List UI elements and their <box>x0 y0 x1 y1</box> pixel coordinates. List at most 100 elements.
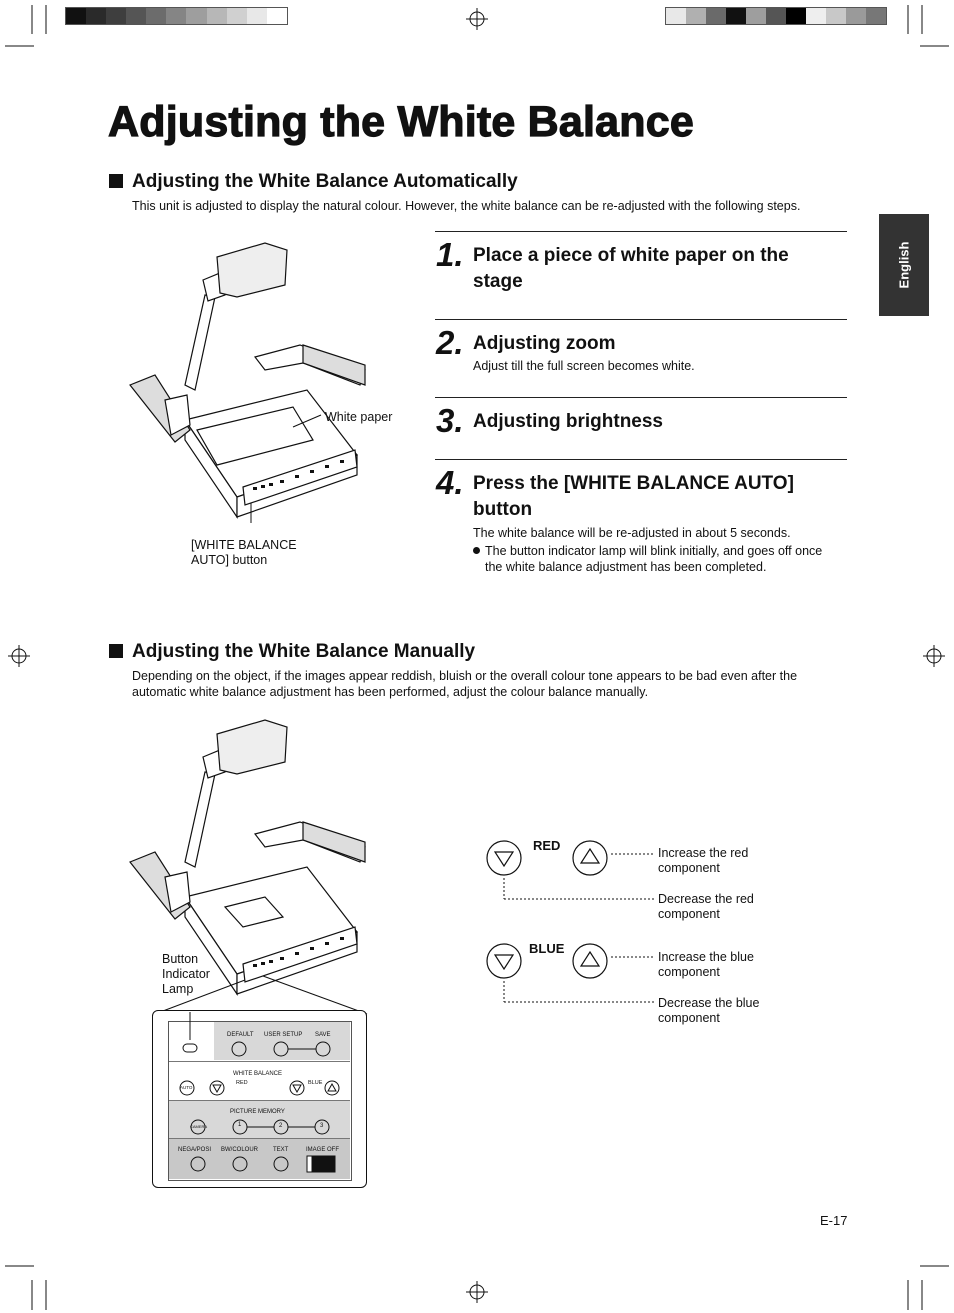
projector-illustration-top <box>129 242 366 523</box>
color-swatch <box>106 8 127 24</box>
panel-text-label: TEXT <box>273 1147 289 1153</box>
manual-intro-line2: automatic white balance adjustment has b… <box>132 685 649 699</box>
step-2-title: Adjusting zoom <box>473 333 616 354</box>
panel-nega-posi-label: NEGA/POSI <box>178 1147 212 1153</box>
decrease-blue-line2: component <box>658 1011 720 1025</box>
red-up-button <box>572 840 608 876</box>
language-tab-label: English <box>896 241 912 289</box>
red-label: RED <box>533 838 561 853</box>
color-swatch <box>786 8 806 24</box>
color-swatch <box>706 8 726 24</box>
step-4-bullet-line2: the white balance adjustment has been co… <box>485 560 767 574</box>
registration-mark-right <box>923 645 945 667</box>
color-swatch <box>186 8 207 24</box>
manual-intro-line1: Depending on the object, if the images a… <box>132 669 798 683</box>
color-swatch <box>266 8 287 24</box>
control-panel-lines <box>179 1012 340 1173</box>
step-4-title-line1: Press the [WHITE BALANCE AUTO] <box>473 473 794 494</box>
blue-label: BLUE <box>529 941 565 956</box>
step-4-title-line2: button <box>473 499 533 520</box>
step-3-number: 3. <box>436 402 464 439</box>
step-2-desc: Adjust till the full screen becomes whit… <box>473 359 695 373</box>
color-swatch <box>866 8 886 24</box>
decrease-blue-line1: Decrease the blue <box>658 996 760 1010</box>
panel-white-balance-label: WHITE BALANCE <box>233 1071 283 1077</box>
increase-blue-line1: Increase the blue <box>658 950 754 964</box>
projector-illustration-bottom <box>129 719 368 1015</box>
page-title: Adjusting the White Balance <box>107 97 694 146</box>
blue-up-button <box>572 943 608 979</box>
manual-heading-text: Adjusting the White Balance Manually <box>132 641 476 662</box>
registration-mark-bottom <box>466 1281 488 1303</box>
red-down-button <box>486 840 522 876</box>
color-swatch <box>666 8 686 24</box>
square-bullet-icon <box>109 174 123 188</box>
panel-memory-2: 2 <box>279 1123 283 1129</box>
panel-save-label: SAVE <box>315 1032 331 1038</box>
color-swatch <box>726 8 746 24</box>
panel-memory-1: 1 <box>238 1122 242 1128</box>
auto-heading-text: Adjusting the White Balance Automaticall… <box>132 171 518 192</box>
decrease-red-line2: component <box>658 907 720 921</box>
color-bar-left <box>65 7 288 25</box>
auto-intro: This unit is adjusted to display the nat… <box>132 199 801 213</box>
color-swatch <box>66 8 87 24</box>
step-4-number: 4. <box>436 464 464 501</box>
panel-image-off-label: IMAGE OFF <box>306 1147 339 1153</box>
color-swatch <box>806 8 826 24</box>
panel-auto-label: AUTO <box>180 1085 193 1090</box>
color-bar-right <box>665 7 887 25</box>
color-swatch <box>686 8 706 24</box>
indicator-lamp-icon <box>182 1043 198 1053</box>
control-panel-detail <box>152 1010 367 1188</box>
increase-red-line1: Increase the red <box>658 846 749 860</box>
wb-button-label-line2: AUTO] button <box>191 553 268 567</box>
step-3-title: Adjusting brightness <box>473 411 663 432</box>
panel-default-label: DEFAULT <box>227 1032 254 1038</box>
increase-red-line2: component <box>658 861 720 875</box>
step-4-bullet-line1: The button indicator lamp will blink ini… <box>485 544 823 558</box>
panel-picture-memory-label: PICTURE MEMORY <box>230 1109 285 1115</box>
step-4-bullet: The button indicator lamp will blink ini… <box>473 543 822 559</box>
registration-mark-left <box>8 645 30 667</box>
color-swatch <box>766 8 786 24</box>
panel-camera-label: CAMERA <box>190 1124 208 1129</box>
bullet-icon <box>473 547 480 554</box>
wb-button-label-line1: [WHITE BALANCE <box>191 538 297 552</box>
panel-blue-label: BLUE <box>308 1080 323 1086</box>
white-paper-label: White paper <box>325 410 393 424</box>
panel-bw-colour-label: BW/COLOUR <box>221 1147 259 1153</box>
lamp-label-line1: Button <box>162 952 199 966</box>
registration-mark-top <box>466 8 488 30</box>
color-swatch <box>206 8 227 24</box>
step-1-title-line2: stage <box>473 271 523 292</box>
rgb-control-diagram <box>486 840 655 1003</box>
step-divider <box>435 319 847 320</box>
step-divider <box>435 459 847 460</box>
color-swatch <box>166 8 187 24</box>
page-number: E-17 <box>820 1213 848 1228</box>
step-1-number: 1. <box>436 236 464 273</box>
step-divider <box>435 397 847 398</box>
color-swatch <box>846 8 866 24</box>
color-swatch <box>126 8 147 24</box>
lamp-label-line3: Lamp <box>162 982 194 996</box>
color-swatch <box>146 8 167 24</box>
decrease-red-line1: Decrease the red <box>658 892 754 906</box>
color-swatch <box>226 8 247 24</box>
auto-section-heading: Adjusting the White Balance Automaticall… <box>109 171 518 193</box>
step-2-number: 2. <box>436 324 464 361</box>
panel-memory-3: 3 <box>320 1123 324 1129</box>
square-bullet-icon <box>109 644 123 658</box>
color-swatch <box>826 8 846 24</box>
color-swatch <box>746 8 766 24</box>
color-swatch <box>86 8 107 24</box>
increase-blue-line2: component <box>658 965 720 979</box>
blue-down-button <box>486 943 522 979</box>
manual-section-heading: Adjusting the White Balance Manually <box>109 641 475 663</box>
step-1-title-line1: Place a piece of white paper on the <box>473 245 789 266</box>
step-4-desc: The white balance will be re-adjusted in… <box>473 526 791 540</box>
step-divider <box>435 231 847 232</box>
language-tab: English <box>879 214 929 316</box>
